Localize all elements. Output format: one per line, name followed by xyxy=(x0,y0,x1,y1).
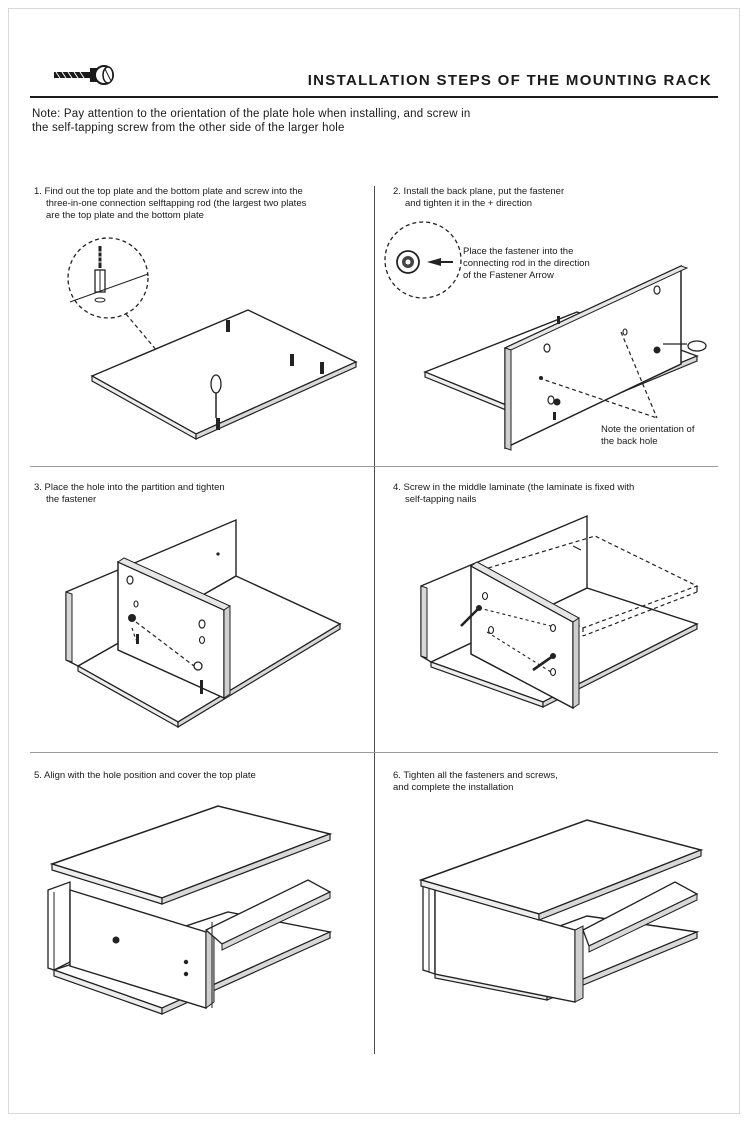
step-line: three-in-one connection selftapping rod … xyxy=(46,198,307,209)
step-4-text: 4. Screw in the middle laminate (the lam… xyxy=(393,482,634,506)
step-2-illustration xyxy=(375,186,718,466)
back-hole-callout: Note the orientation of the back hole xyxy=(601,424,694,448)
title-rule xyxy=(30,96,718,98)
callout-line: Place the fastener into the xyxy=(463,246,574,257)
page-title: INSTALLATION STEPS OF THE MOUNTING RACK xyxy=(307,72,712,89)
note-line: the self-tapping screw from the other si… xyxy=(32,122,345,134)
callout-line: of the Fastener Arrow xyxy=(463,270,554,281)
installation-note: Note: Pay attention to the orientation o… xyxy=(32,107,632,135)
step-4-panel: 4. Screw in the middle laminate (the lam… xyxy=(375,476,718,752)
step-2-panel: 2. Install the back plane, put the faste… xyxy=(375,186,718,466)
step-line: 2. Install the back plane, put the faste… xyxy=(393,186,565,197)
step-5-panel: 5. Align with the hole position and cove… xyxy=(30,762,374,1054)
step-line: self-tapping nails xyxy=(405,494,477,505)
column-divider xyxy=(374,186,375,1054)
callout-line: Note the orientation of xyxy=(601,424,695,435)
row-divider xyxy=(30,752,718,753)
callout-line: connecting rod in the direction xyxy=(463,258,590,269)
step-5-illustration xyxy=(30,762,374,1054)
step-line: and tighten it in the + direction xyxy=(405,198,533,209)
step-5-text: 5. Align with the hole position and cove… xyxy=(34,770,256,782)
step-line: are the top plate and the bottom plate xyxy=(46,210,204,221)
step-line: 4. Screw in the middle laminate (the lam… xyxy=(393,482,635,493)
step-2-text: 2. Install the back plane, put the faste… xyxy=(393,186,564,210)
page-border xyxy=(8,8,740,1114)
callout-line: the back hole xyxy=(601,436,658,447)
step-3-text: 3. Place the hole into the partition and… xyxy=(34,482,225,506)
step-line: 6. Tighten all the fasteners and screws, xyxy=(393,770,558,781)
step-line: and complete the installation xyxy=(393,782,514,793)
step-1-text: 1. Find out the top plate and the bottom… xyxy=(34,186,306,222)
row-divider xyxy=(30,466,718,467)
step-6-panel: 6. Tighten all the fasteners and screws,… xyxy=(375,762,718,1054)
step-line: 3. Place the hole into the partition and… xyxy=(34,482,225,493)
step-line: 5. Align with the hole position and cove… xyxy=(34,770,256,781)
step-6-illustration xyxy=(375,762,718,1054)
step-6-text: 6. Tighten all the fasteners and screws,… xyxy=(393,770,558,794)
step-4-illustration xyxy=(375,476,718,752)
step-3-illustration xyxy=(30,476,374,752)
step-3-panel: 3. Place the hole into the partition and… xyxy=(30,476,374,752)
step-1-illustration xyxy=(30,186,374,466)
step-line: the fastener xyxy=(46,494,97,505)
screw-fastener-icon xyxy=(52,60,118,90)
step-line: 1. Find out the top plate and the bottom… xyxy=(34,186,303,197)
note-line: Note: Pay attention to the orientation o… xyxy=(32,108,471,120)
fastener-callout: Place the fastener into the connecting r… xyxy=(463,246,590,282)
step-1-panel: 1. Find out the top plate and the bottom… xyxy=(30,186,374,466)
